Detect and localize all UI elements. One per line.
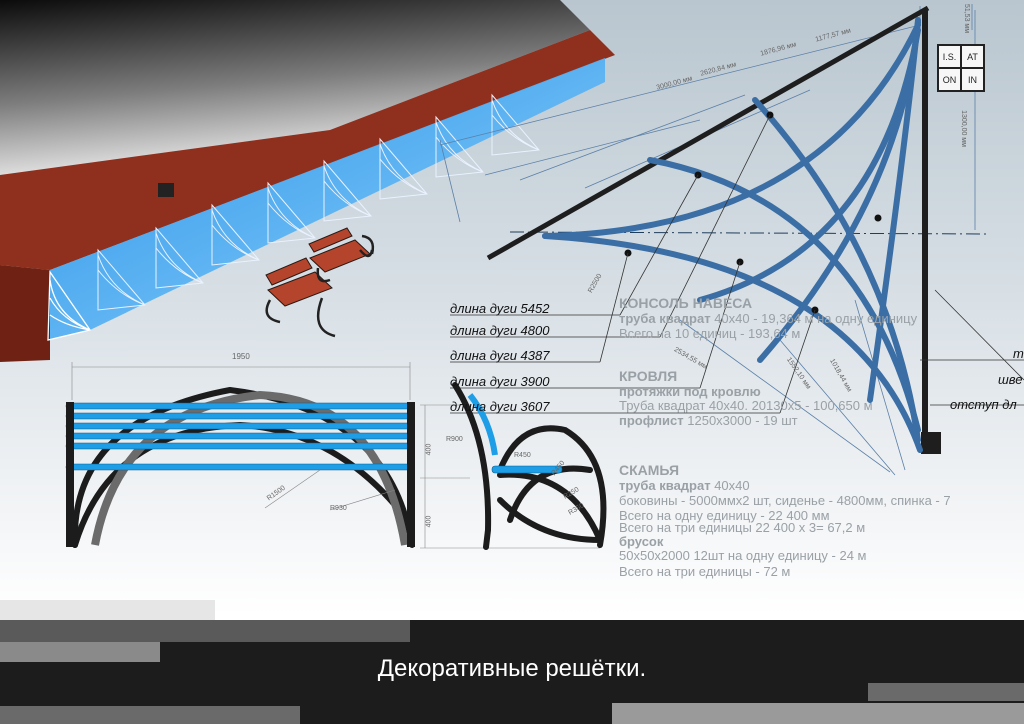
dim-r450a: R450 (514, 452, 531, 459)
roof-line3-rest: 1250х3000 - 19 шт (683, 413, 798, 428)
logo-cell-3: ON (938, 68, 961, 91)
bench-heading: СКАМЬЯ (619, 462, 680, 478)
corner-bracket (47, 269, 92, 341)
label-leaders (450, 114, 1024, 414)
roof-line1: протяжки под кровлю (619, 384, 761, 399)
roof-line3: профлист 1250х3000 - 19 шт (619, 414, 798, 427)
console-line1-rest: 40х40 - 19,364 м на одну единицу (710, 311, 918, 326)
roof-line3-bold: профлист (619, 413, 684, 428)
roof-heading: КРОВЛЯ (619, 368, 678, 384)
arc-label-5: длина дуги 3607 (450, 399, 550, 414)
arc-label-4: длина дуги 3900 (450, 374, 550, 389)
canopy-glass (50, 58, 605, 340)
footer-bands (0, 600, 1024, 724)
dim-1300: 1300,00 мм (959, 110, 967, 147)
bench-line1: труба квадрат 40х40 (619, 479, 750, 492)
footer-title: Декоративные решётки. (377, 655, 647, 682)
bench-side-view (420, 382, 607, 550)
chimney-opening (158, 183, 174, 197)
logo-cell-2: AT (961, 45, 984, 68)
cut-label-2: шве (998, 372, 1023, 387)
roof-line2: Труба квадрат 40х40. 20130х5 - 100,650 м (619, 398, 873, 413)
bench-line6: 50х50х2000 12шт на одну единицу - 24 м (619, 548, 867, 563)
dim-51: 51,53 мм (963, 3, 971, 34)
dim-r900: R900 (446, 436, 463, 443)
logo-cell-4: IN (961, 68, 984, 91)
dim-bench-width: 1950 (232, 352, 250, 361)
arc-label-1: длина дуги 5452 (450, 301, 550, 316)
bench-3d-icons (265, 227, 375, 338)
bench-line1-rest: 40х40 (710, 478, 750, 493)
decorative-brackets (97, 93, 540, 311)
bench-front-view (65, 362, 415, 548)
bench-line1-bold: труба квадрат (619, 478, 711, 493)
console-heading: КОНСОЛЬ НАВЕСА (619, 295, 753, 311)
console-line2: Всего на 10 единиц - 193,64 м (619, 326, 801, 341)
console-line1-bold: труба квадрат (619, 311, 711, 326)
cut-label-3: отступ дл (950, 397, 1017, 412)
console-line1: труба квадрат 40х40 - 19,364 м на одну е… (619, 312, 917, 325)
bench-line4: Всего на три единицы 22 400 х 3= 67,2 м (619, 520, 866, 535)
dim-h400a: 400 (425, 443, 433, 456)
dim-h400b: 400 (425, 515, 433, 528)
arc-label-3: длина дуги 4387 (450, 348, 550, 363)
canopy-console (486, 5, 941, 454)
logo-cell-1: I.S. (938, 45, 961, 68)
arc-label-2: длина дуги 4800 (450, 323, 550, 338)
brand-logo: I.S. AT ON IN (937, 44, 985, 92)
bench-line2: боковины - 5000ммх2 шт, сиденье - 4800мм… (619, 494, 951, 507)
bench-line7: Всего на три единицы - 72 м (619, 564, 791, 579)
bench-line5: брусок (619, 534, 664, 549)
dim-r930: R930 (330, 505, 347, 512)
cut-label-1: т (1013, 346, 1024, 361)
roof-illustration (0, 0, 615, 362)
bench-line3: Всего на одну единицу - 22 400 мм (619, 508, 830, 523)
